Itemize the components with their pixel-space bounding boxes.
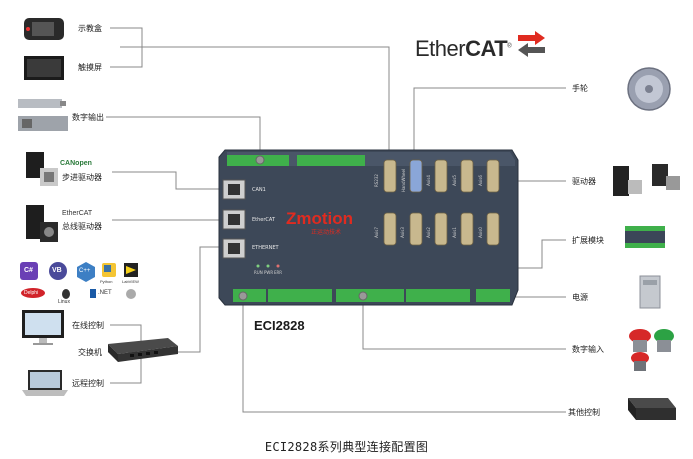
db-connectors-bottom xyxy=(383,212,500,246)
axis3-label: Axis3 xyxy=(399,227,405,238)
linux-label: Linux xyxy=(58,299,70,305)
line-remote xyxy=(110,352,142,384)
bus-driver-image xyxy=(26,205,58,242)
linux-icon xyxy=(62,289,70,299)
teach-pendant-image xyxy=(24,18,64,40)
cpp-label: C++ xyxy=(79,268,91,274)
laptop-image xyxy=(22,370,68,396)
rs232-label: RS232 xyxy=(373,174,379,187)
other-control-image xyxy=(628,398,676,420)
axis4-label: Axis4 xyxy=(425,175,431,186)
label-switch: 交换机 xyxy=(78,348,102,357)
csharp-label: C# xyxy=(24,267,33,274)
label-step-driver: 步进驱动器 xyxy=(62,173,102,182)
csharp-icon xyxy=(20,262,38,280)
label-digital-output: 数字输出 xyxy=(72,113,104,122)
line-rs232 xyxy=(142,46,390,158)
cylinder-image xyxy=(18,99,68,131)
line-digital-output xyxy=(106,116,261,158)
python-label: Python xyxy=(100,279,113,284)
brand-name: Zmotion xyxy=(286,209,354,228)
label-digital-input: 数字输入 xyxy=(572,345,604,354)
apple-icon xyxy=(126,289,136,299)
language-logos xyxy=(20,262,138,299)
ethercat-logo: EtherCAT® xyxy=(415,36,512,61)
vb-icon xyxy=(49,262,67,280)
cpp-icon xyxy=(77,262,95,282)
canopen-logo: CANopen xyxy=(60,160,92,167)
terminal-block-top-2 xyxy=(297,155,365,166)
led-err-label: ERR xyxy=(274,270,283,275)
ethercat-small-logo: EtherCAT xyxy=(62,210,93,217)
touch-screen-image xyxy=(24,56,64,80)
axis0-label: Axis0 xyxy=(477,227,483,238)
line-handwheel xyxy=(413,87,566,158)
label-driver: 驱动器 xyxy=(572,177,596,186)
db-connectors-top xyxy=(383,159,500,193)
terminal-block-bottom-1 xyxy=(233,289,266,302)
label-power: 电源 xyxy=(572,293,588,302)
right-devices xyxy=(613,67,680,420)
controller-board xyxy=(218,149,519,306)
power-supply-image xyxy=(639,275,661,309)
left-devices xyxy=(18,18,178,396)
ethernet-port-label: ETHERNET xyxy=(252,245,279,251)
handwheel-image xyxy=(627,67,671,111)
dotnet-label: .NET xyxy=(98,290,112,296)
terminal-block-bottom-4 xyxy=(406,289,470,302)
line-other xyxy=(242,305,566,413)
label-expansion-module: 扩展模块 xyxy=(572,236,604,245)
ethercat-port-label: EtherCAT xyxy=(252,217,275,223)
axis7-label: Axis7 xyxy=(373,227,379,238)
expansion-module-image xyxy=(625,226,665,248)
axis5-label: Axis5 xyxy=(451,175,457,186)
dotnet-icon xyxy=(90,289,96,298)
led-pwr-label: PWR xyxy=(264,270,274,275)
figure-caption: ECI2828系列典型连接配置图 xyxy=(264,440,429,454)
line-digital-input xyxy=(362,305,566,350)
brand-subtitle: 正运动技术 xyxy=(311,229,342,236)
line-teach-pendant xyxy=(110,27,143,48)
vb-label: VB xyxy=(52,267,62,274)
switch-image xyxy=(108,338,178,362)
terminal-block-bottom-3 xyxy=(336,289,404,302)
drivers-image xyxy=(613,164,680,196)
line-touch-screen xyxy=(110,47,143,68)
label-teach-pendant: 示教盒 xyxy=(78,24,102,33)
axis2-label: Axis2 xyxy=(425,227,431,238)
axis6-label: Axis6 xyxy=(477,175,483,186)
ethercat-arrows xyxy=(518,31,545,57)
label-other-control: 其他控制 xyxy=(568,408,600,417)
axis1-label: Axis1 xyxy=(451,227,457,238)
can-port-label: CAN1 xyxy=(252,187,266,193)
delphi-icon xyxy=(21,288,45,298)
label-online-control: 在线控制 xyxy=(72,321,104,330)
delphi-label: Delphi xyxy=(24,290,39,296)
label-bus-driver: 总线驱动器 xyxy=(62,222,102,231)
label-remote-control: 远程控制 xyxy=(72,379,104,388)
monitor-image xyxy=(22,310,64,345)
terminal-block-bottom-2 xyxy=(268,289,332,302)
line-step-driver xyxy=(112,171,223,190)
labview-label: LabVIEW xyxy=(122,279,139,284)
step-driver-image xyxy=(26,152,58,186)
label-touch-screen: 触摸屏 xyxy=(78,63,102,72)
handwheel-port-label: HandWheel xyxy=(401,168,407,193)
line-ethernet xyxy=(178,246,223,353)
led-run-label: RUN xyxy=(254,270,263,275)
terminal-block-bottom-5 xyxy=(476,289,510,302)
controller-model: ECI2828 xyxy=(254,318,305,333)
label-handwheel: 手轮 xyxy=(572,84,588,93)
push-buttons-image xyxy=(629,329,674,371)
